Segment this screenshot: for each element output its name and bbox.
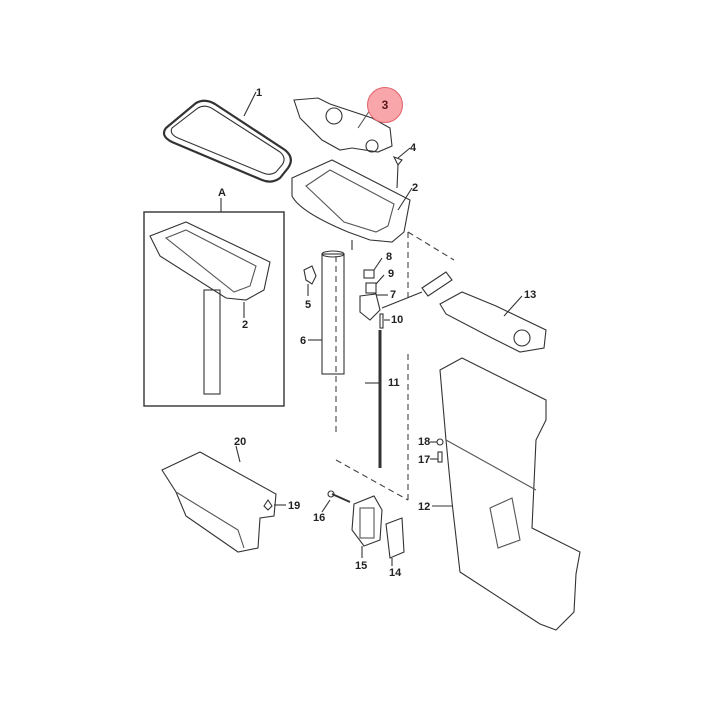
- callout-16: 16: [313, 512, 326, 524]
- parts-7-10-small: [359, 257, 390, 329]
- callout-13: 13: [524, 289, 537, 301]
- callout-10: 10: [391, 314, 404, 326]
- inset-box-a: [143, 198, 285, 407]
- callout-1: 1: [256, 87, 263, 99]
- callout-6: 6: [300, 335, 307, 347]
- part-15-block: [351, 495, 383, 558]
- part-5-bracket: [303, 265, 317, 296]
- callout-17: 17: [418, 454, 431, 466]
- callout-2-inset: 2: [242, 319, 249, 331]
- callout-11: 11: [388, 377, 400, 389]
- part-12-housing: [432, 357, 581, 631]
- inset-label-a: A: [218, 187, 226, 199]
- callout-2: 2: [412, 182, 419, 194]
- callout-5: 5: [305, 299, 312, 311]
- callout-4: 4: [410, 142, 417, 154]
- callout-20: 20: [234, 436, 247, 448]
- sealant-tube: [381, 271, 453, 309]
- part-14-plate: [385, 517, 405, 566]
- callout-8: 8: [386, 251, 393, 263]
- highlight-callout-3[interactable]: 3: [367, 87, 403, 123]
- part-11-rod: [365, 330, 382, 468]
- part-6-tube: [308, 250, 345, 375]
- part-1-seal: [162, 91, 292, 183]
- callout-7: 7: [390, 289, 397, 301]
- part-13-gasket: [439, 291, 547, 353]
- callout-12: 12: [418, 501, 431, 513]
- callout-15: 15: [355, 560, 368, 572]
- callout-18: 18: [418, 436, 431, 448]
- highlight-callout-label: 3: [381, 98, 389, 112]
- callout-19: 19: [288, 500, 301, 512]
- parts-17-18: [430, 438, 444, 463]
- part-2-adapter-plate: [291, 147, 413, 250]
- dashed-guides: [335, 231, 455, 501]
- part-20-cover: [161, 445, 286, 553]
- callout-14: 14: [389, 567, 402, 579]
- callout-9: 9: [388, 268, 395, 280]
- part-16-screw: [321, 490, 351, 513]
